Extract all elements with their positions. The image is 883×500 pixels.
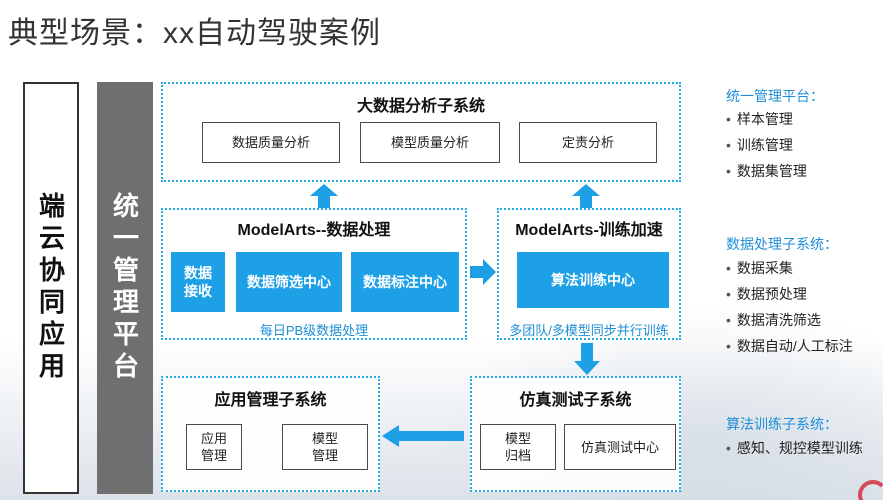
sidebar-title-training: 算法训练子系统： [726,416,838,432]
model-archive-item: 模型 归档 [480,424,556,470]
sidebar-list-unified: 样本管理 训练管理 数据集管理 [726,106,807,184]
sidebar-list-data-processing: 数据采集 数据预处理 数据清洗筛选 数据自动/人工标注 [726,255,853,359]
unified-platform-label: 统一管理平台 [109,192,140,384]
algorithm-training-center: 算法训练中心 [517,252,669,308]
data-processing-note: 每日PB级数据处理 [259,323,369,338]
sidebar-title-unified: 统一管理平台： [726,88,824,104]
app-management-title: 应用管理子系统 [214,392,327,409]
big-data-title: 大数据分析子系统 [356,98,485,115]
logo-mark [858,480,883,500]
arrow-left-simulation-to-app [382,425,464,447]
training-title: ModelArts-训练加速 [515,222,663,239]
app-management-item: 应用 管理 [186,424,242,470]
arrow-right-processing-to-training [470,259,496,285]
list-item: 数据清洗筛选 [726,307,853,333]
liability-analysis: 定责分析 [519,122,657,163]
end-cloud-label: 端云协同应用 [35,192,66,384]
end-cloud-bar: 端云协同应用 [23,82,79,494]
simulation-subsystem: 仿真测试子系统 模型 归档 仿真测试中心 [470,376,681,492]
simulation-title: 仿真测试子系统 [519,392,632,409]
sidebar-list-training: 感知、规控模型训练 [726,435,863,461]
data-receive: 数据 接收 [171,252,225,312]
list-item: 数据自动/人工标注 [726,333,853,359]
app-management-subsystem: 应用管理子系统 应用 管理 模型 管理 [161,376,380,492]
modelarts-training: ModelArts-训练加速 算法训练中心 多团队/多模型同步并行训练 [497,208,681,340]
list-item: 数据预处理 [726,281,853,307]
list-item: 样本管理 [726,106,807,132]
page-title: 典型场景：xx自动驾驶案例 [8,17,381,50]
data-label-center: 数据标注中心 [351,252,459,312]
list-item: 训练管理 [726,132,807,158]
list-item: 数据采集 [726,255,853,281]
arrow-up-right [572,184,600,208]
sidebar-title-data-processing: 数据处理子系统： [726,236,838,252]
modelarts-data-processing: ModelArts--数据处理 数据 接收 数据筛选中心 数据标注中心 每日PB… [161,208,467,340]
big-data-subsystem: 大数据分析子系统 数据质量分析 模型质量分析 定责分析 [161,82,681,182]
model-management-item: 模型 管理 [282,424,368,470]
model-quality-analysis: 模型质量分析 [360,122,500,163]
data-processing-title: ModelArts--数据处理 [237,222,391,239]
list-item: 数据集管理 [726,158,807,184]
arrow-up-left [310,184,338,208]
training-note: 多团队/多模型同步并行训练 [509,323,669,338]
data-filter-center: 数据筛选中心 [236,252,342,312]
list-item: 感知、规控模型训练 [726,435,863,461]
simulation-test-center: 仿真测试中心 [564,424,676,470]
arrow-down-training-to-simulation [574,343,600,375]
unified-platform-bar: 统一管理平台 [97,82,153,494]
data-quality-analysis: 数据质量分析 [202,122,340,163]
